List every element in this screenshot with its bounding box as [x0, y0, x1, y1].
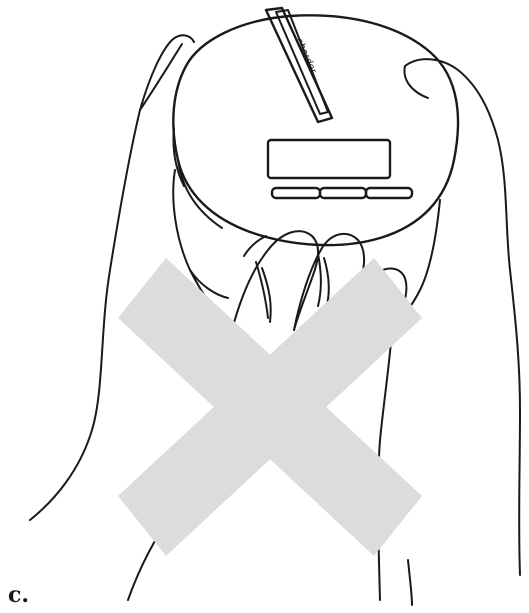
display-window	[268, 140, 390, 178]
device-button-middle	[320, 188, 366, 198]
device-button-right	[366, 188, 412, 198]
brand-strip: charder	[266, 8, 332, 122]
device: charder	[173, 8, 458, 245]
button-row	[272, 188, 412, 198]
brand-label: charder	[293, 37, 318, 76]
panel-label: c.	[8, 584, 29, 606]
device-button-left	[272, 188, 320, 198]
